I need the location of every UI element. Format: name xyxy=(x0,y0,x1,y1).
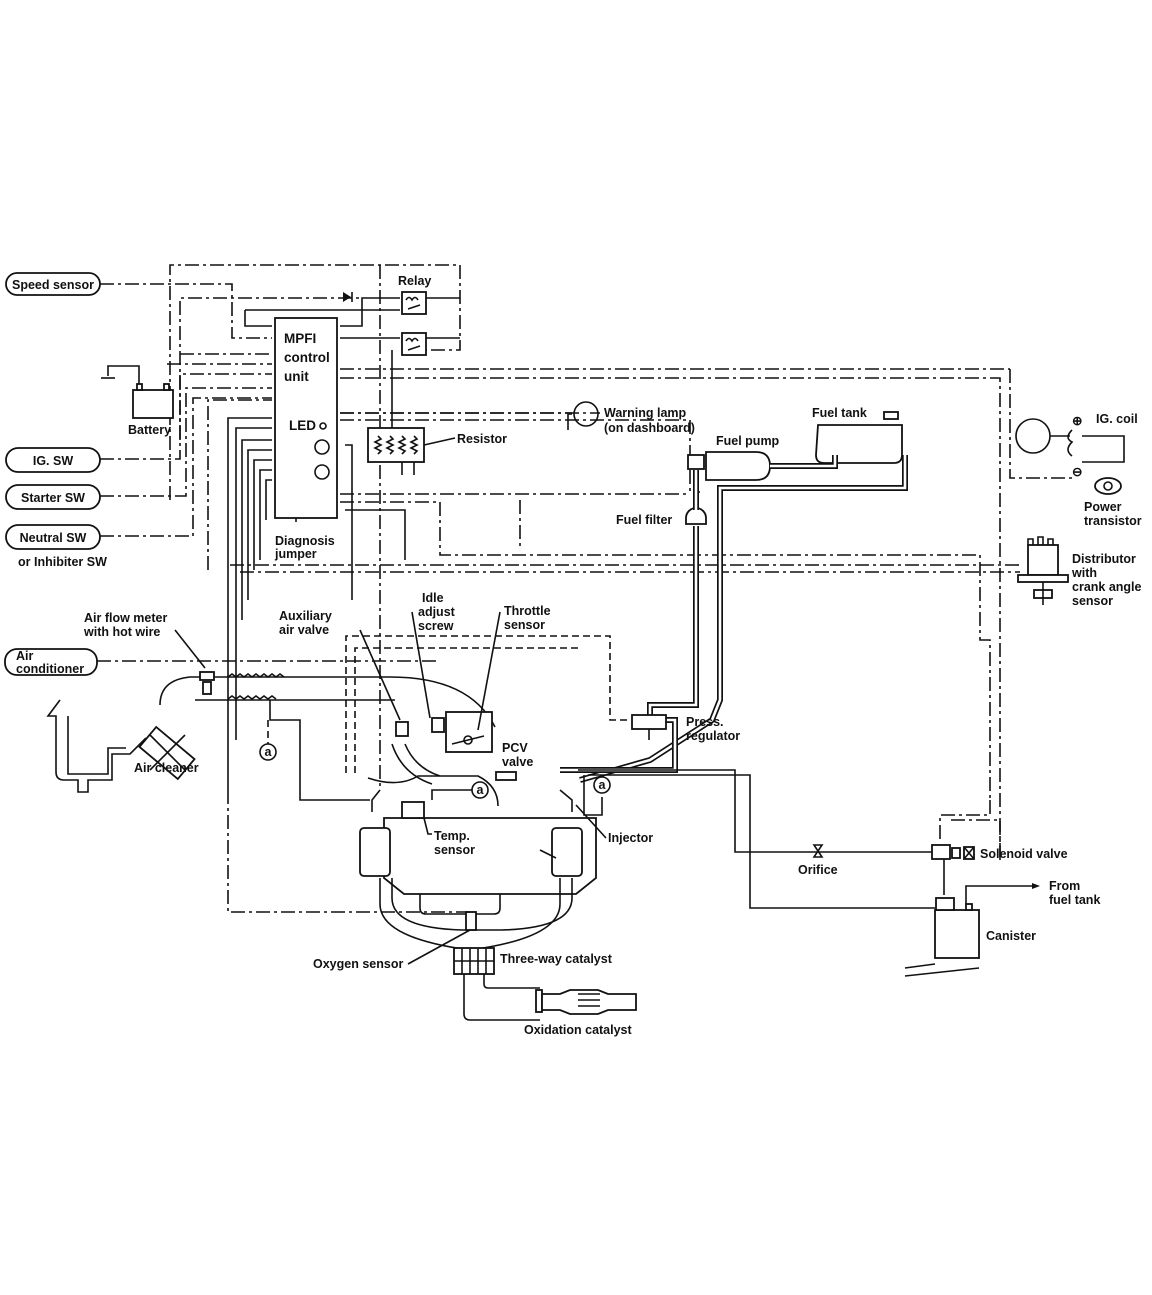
press-regulator: Press. regulator xyxy=(631,714,740,743)
injector-leader xyxy=(575,804,607,839)
svg-text:control: control xyxy=(284,350,330,365)
svg-text:regulator: regulator xyxy=(686,729,740,743)
battery: Battery xyxy=(101,365,174,437)
svg-text:transistor: transistor xyxy=(1084,514,1142,528)
distributor: Distributor with crank angle sensor xyxy=(1017,536,1142,608)
throttle-body xyxy=(345,635,630,807)
svg-text:Solenoid valve: Solenoid valve xyxy=(980,847,1068,861)
warning-lamp: Warning lamp (on dashboard) xyxy=(340,401,695,435)
input-air-conditioner: Air conditioner xyxy=(4,648,98,676)
svg-text:Fuel pump: Fuel pump xyxy=(716,434,780,448)
svg-text:Three-way catalyst: Three-way catalyst xyxy=(500,952,613,966)
input-neutral-sw: Neutral SW xyxy=(5,524,101,550)
inhibiter-label: or Inhibiter SW xyxy=(18,555,107,569)
svg-text:Air flow meter: Air flow meter xyxy=(84,611,167,625)
svg-text:valve: valve xyxy=(502,755,533,769)
aux-air-label-1: Auxiliary xyxy=(279,609,332,623)
pcv-valve: PCV valve xyxy=(495,741,533,781)
svg-text:IG. coil: IG. coil xyxy=(1096,412,1138,426)
svg-text:unit: unit xyxy=(284,369,309,384)
svg-text:with hot wire: with hot wire xyxy=(83,625,160,639)
svg-text:crank angle: crank angle xyxy=(1072,580,1142,594)
svg-text:a: a xyxy=(477,783,485,797)
fuel-tank: Fuel tank xyxy=(770,406,903,469)
exhaust-pipe: Oxidation catalyst xyxy=(463,974,637,1037)
svg-text:Fuel tank: Fuel tank xyxy=(812,406,867,420)
power-transistor: Power transistor xyxy=(1084,477,1142,528)
svg-text:a: a xyxy=(265,745,273,759)
injector-label: Injector xyxy=(608,831,653,845)
svg-text:Distributor: Distributor xyxy=(1072,552,1136,566)
svg-text:fuel tank: fuel tank xyxy=(1049,893,1100,907)
svg-text:Canister: Canister xyxy=(986,929,1036,943)
fuel-pump: Fuel pump xyxy=(687,434,780,481)
svg-text:Air: Air xyxy=(16,649,34,663)
svg-text:IG. SW: IG. SW xyxy=(33,454,73,468)
svg-text:Starter SW: Starter SW xyxy=(21,491,85,505)
svg-text:Warning lamp: Warning lamp xyxy=(604,406,687,420)
svg-text:Neutral SW: Neutral SW xyxy=(20,531,87,545)
oxygen-sensor-wire xyxy=(227,790,470,913)
svg-text:Air cleaner: Air cleaner xyxy=(134,761,199,775)
svg-text:Power: Power xyxy=(1084,500,1122,514)
diode-icon xyxy=(343,292,351,302)
diagnosis-label-2: jumper xyxy=(274,547,317,561)
temp-leader xyxy=(423,817,432,835)
diagnosis-label-1: Diagnosis xyxy=(275,534,335,548)
marker-a-right: a xyxy=(583,775,611,816)
svg-text:Press.: Press. xyxy=(686,715,724,729)
orifice: Orifice xyxy=(798,844,838,877)
svg-text:with: with xyxy=(1071,566,1097,580)
solenoid-valve: Solenoid valve xyxy=(931,844,1068,895)
svg-text:sensor: sensor xyxy=(1072,594,1113,608)
svg-text:MPFI: MPFI xyxy=(284,331,316,346)
oxygen-label: Oxygen sensor xyxy=(313,957,403,971)
throttle-label-1: Throttle xyxy=(504,604,551,618)
svg-text:Battery: Battery xyxy=(128,423,171,437)
svg-text:⊖: ⊖ xyxy=(1072,465,1082,479)
svg-text:conditioner: conditioner xyxy=(16,662,84,676)
throttle-label-2: sensor xyxy=(504,618,545,632)
air-cleaner: Air cleaner xyxy=(46,676,496,793)
canister: From fuel tank Canister xyxy=(904,879,1100,977)
ig-coil: ⊕ ⊖ IG. coil xyxy=(1015,412,1138,479)
input-speed-sensor: Speed sensor xyxy=(5,272,101,296)
idle-label-3: screw xyxy=(418,619,454,633)
resistor: Resistor xyxy=(367,427,507,475)
marker-a-left: a xyxy=(259,720,277,761)
temp-label-2: sensor xyxy=(434,843,475,857)
svg-text:PCV: PCV xyxy=(502,741,528,755)
input-starter-sw: Starter SW xyxy=(5,484,101,510)
svg-text:Relay: Relay xyxy=(398,274,431,288)
air-flow-meter: Air flow meter with hot wire xyxy=(83,611,370,801)
three-way-catalyst: Three-way catalyst xyxy=(453,947,613,975)
engine xyxy=(359,789,597,951)
idle-leader xyxy=(411,611,431,719)
idle-label-2: adjust xyxy=(418,605,456,619)
svg-text:Speed sensor: Speed sensor xyxy=(12,278,94,292)
marker-a-center: a xyxy=(431,781,489,800)
svg-text:a: a xyxy=(599,778,607,792)
svg-text:⊕: ⊕ xyxy=(1072,414,1082,428)
svg-text:LED: LED xyxy=(289,418,316,433)
svg-text:From: From xyxy=(1049,879,1080,893)
mpfi-control-unit: MPFI control unit LED xyxy=(274,317,338,522)
svg-text:Fuel filter: Fuel filter xyxy=(616,513,672,527)
svg-text:Oxidation catalyst: Oxidation catalyst xyxy=(524,1023,633,1037)
idle-label-1: Idle xyxy=(422,591,444,605)
fuel-filter: Fuel filter xyxy=(616,470,707,527)
arrow-icon xyxy=(1032,883,1040,889)
temp-label-1: Temp. xyxy=(434,829,470,843)
input-ig-sw: IG. SW xyxy=(5,447,101,473)
oxygen-leader xyxy=(407,929,471,965)
evap-lines xyxy=(578,769,1001,909)
svg-text:Orifice: Orifice xyxy=(798,863,838,877)
throttle-leader xyxy=(477,611,501,731)
svg-text:Resistor: Resistor xyxy=(457,432,507,446)
aux-air-label-2: air valve xyxy=(279,623,329,637)
relay: Relay xyxy=(343,274,431,356)
svg-text:(on dashboard): (on dashboard) xyxy=(604,421,695,435)
aux-air-leader xyxy=(359,629,401,721)
